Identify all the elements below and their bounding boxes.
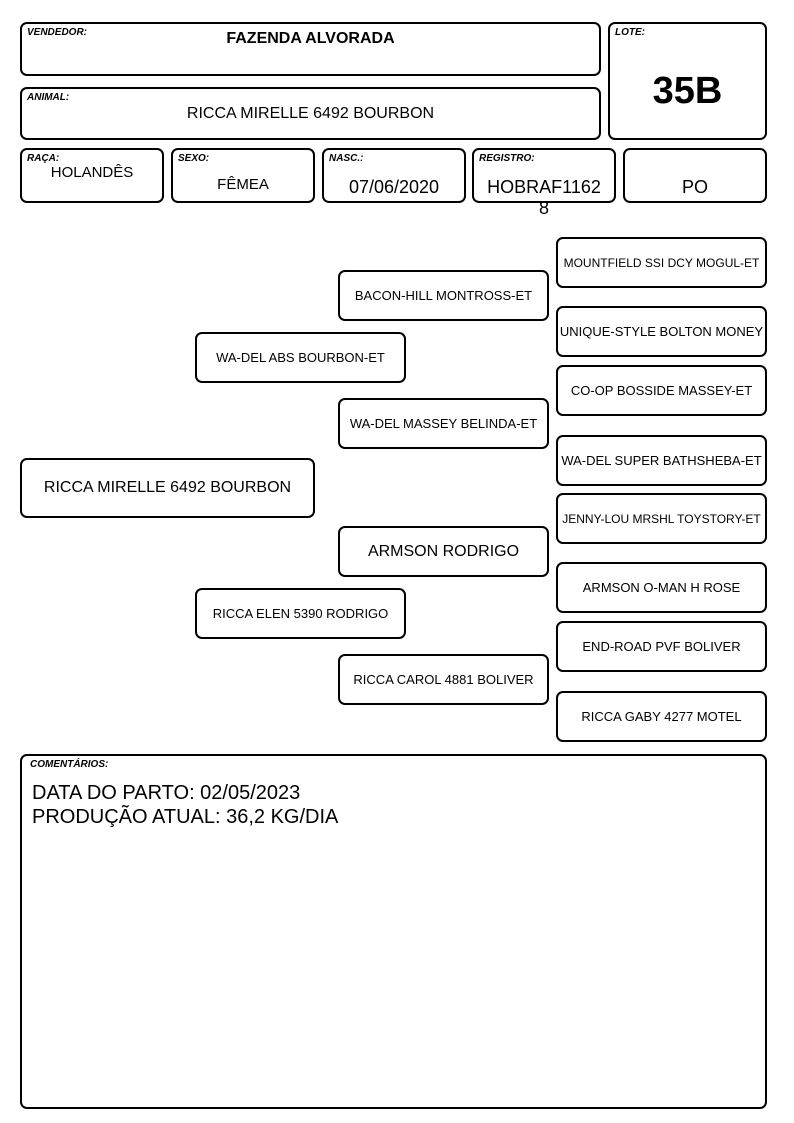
raca-value: HOLANDÊS (50, 164, 134, 181)
animal-value: RICCA MIRELLE 6492 BOURBON (186, 105, 435, 122)
pedigree-ggp-7: END-ROAD PVF BOLIVER (556, 621, 767, 672)
sexo-value: FÊMEA (217, 176, 269, 193)
animal-box: ANIMAL: RICCA MIRELLE 6492 BOURBON (20, 87, 601, 140)
pedigree-animal: RICCA MIRELLE 6492 BOURBON (20, 458, 315, 518)
pedigree-sire: WA-DEL ABS BOURBON-ET (195, 332, 406, 383)
pedigree-ggp-1: MOUNTFIELD SSI DCY MOGUL-ET (556, 237, 767, 288)
animal-label: ANIMAL: (27, 92, 70, 103)
nasc-box: NASC.: 07/06/2020 (322, 148, 466, 203)
pedigree-sire-dam: WA-DEL MASSEY BELINDA-ET (338, 398, 549, 449)
comments-text: DATA DO PARTO: 02/05/2023 PRODUÇÃO ATUAL… (32, 781, 338, 829)
sexo-box: SEXO: FÊMEA (171, 148, 315, 203)
comments-box: COMENTÁRIOS: DATA DO PARTO: 02/05/2023 P… (20, 754, 767, 1109)
vendedor-label: VENDEDOR: (27, 27, 88, 38)
lote-label: LOTE: (615, 27, 645, 38)
registro-label: REGISTRO: (479, 153, 535, 164)
sexo-label: SEXO: (178, 153, 210, 164)
pedigree-ggp-8: RICCA GABY 4277 MOTEL (556, 691, 767, 742)
raca-label: RAÇA: (27, 153, 60, 164)
pedigree-ggp-4: WA-DEL SUPER BATHSHEBA-ET (556, 435, 767, 486)
registro-value-overflow: 8 (538, 198, 549, 218)
lote-value: 35B (652, 70, 723, 112)
pedigree-dam-dam: RICCA CAROL 4881 BOLIVER (338, 654, 549, 705)
categoria-box: PO (623, 148, 767, 203)
registro-box: REGISTRO: HOBRAF1162 (472, 148, 616, 203)
pedigree-dam-sire: ARMSON RODRIGO (338, 526, 549, 577)
pedigree-ggp-6: ARMSON O-MAN H ROSE (556, 562, 767, 613)
pedigree-ggp-3: CO-OP BOSSIDE MASSEY-ET (556, 365, 767, 416)
vendedor-value: FAZENDA ALVORADA (226, 30, 395, 47)
vendedor-box: VENDEDOR: FAZENDA ALVORADA (20, 22, 601, 76)
pedigree-sire-sire: BACON-HILL MONTROSS-ET (338, 270, 549, 321)
pedigree-ggp-5: JENNY-LOU MRSHL TOYSTORY-ET (556, 493, 767, 544)
pedigree-dam: RICCA ELEN 5390 RODRIGO (195, 588, 406, 639)
raca-box: RAÇA: HOLANDÊS (20, 148, 164, 203)
lote-box: LOTE: 35B (608, 22, 767, 140)
categoria-value: PO (681, 177, 708, 197)
pedigree-ggp-2: UNIQUE-STYLE BOLTON MONEY (556, 306, 767, 357)
comments-line-1: DATA DO PARTO: 02/05/2023 (32, 782, 301, 804)
nasc-label: NASC.: (329, 153, 364, 164)
comments-line-2: PRODUÇÃO ATUAL: 36,2 KG/DIA (32, 806, 339, 828)
nasc-value: 07/06/2020 (348, 177, 440, 197)
registro-value: HOBRAF1162 (487, 177, 601, 197)
comments-label: COMENTÁRIOS: (30, 759, 109, 770)
